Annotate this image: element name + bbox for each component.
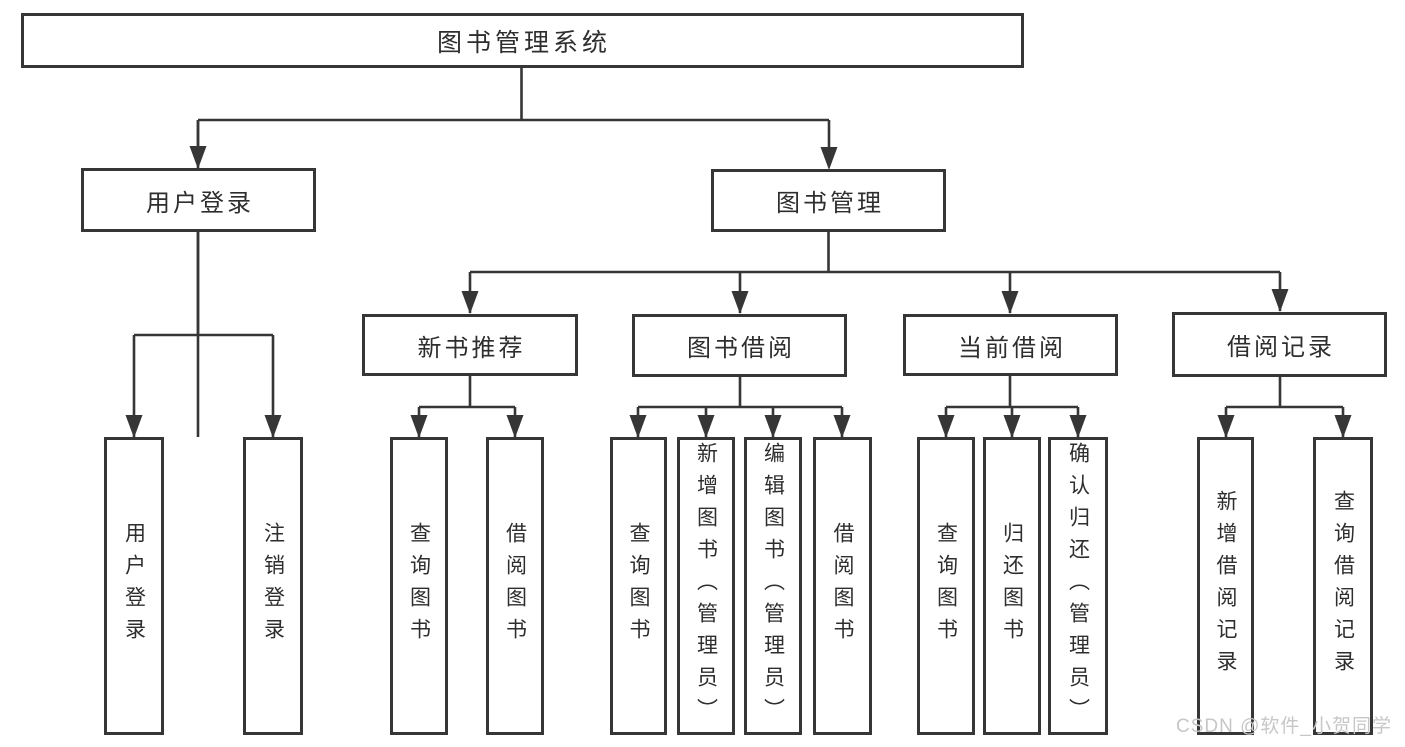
- node-label: 用户登录: [122, 522, 146, 650]
- node-new-book-recommendation: 新书推荐: [362, 314, 578, 376]
- node-label: 归还图书: [1000, 522, 1024, 650]
- leaf-borrow-books: 借阅图书: [813, 437, 872, 735]
- node-label: 查询图书: [407, 522, 431, 650]
- node-library-management-system: 图书管理系统: [21, 13, 1024, 68]
- node-book-management: 图书管理: [711, 169, 946, 232]
- connector-root-to-level2: [189, 68, 838, 437]
- node-label: 查询图书: [934, 522, 958, 650]
- node-book-borrowing: 图书借阅: [632, 314, 847, 377]
- connector-bookmgmt-to-level3: [461, 232, 1289, 314]
- leaf-add-borrow-record: 新增借阅记录: [1197, 437, 1254, 735]
- node-label: 图书借阅: [687, 335, 795, 362]
- leaf-user-login: 用户登录: [104, 437, 164, 735]
- connector-login-to-leaves: [125, 232, 282, 438]
- leaf-edit-books-admin: 编辑图书（管理员）: [744, 437, 802, 735]
- connector-records-to-leaves: [1217, 377, 1352, 438]
- node-label: 当前借阅: [958, 334, 1066, 362]
- node-label: 借阅图书: [503, 522, 527, 650]
- connector-recommend-to-leaves: [410, 376, 524, 438]
- leaf-confirm-return-admin: 确认归还（管理员）: [1048, 437, 1108, 735]
- leaf-return-books: 归还图书: [983, 437, 1041, 735]
- node-label: 借阅图书: [831, 522, 854, 650]
- connector-current-to-leaves: [937, 376, 1087, 438]
- node-borrowing-records: 借阅记录: [1172, 312, 1387, 377]
- node-label: 新书推荐: [417, 334, 526, 362]
- node-label: 注销登录: [261, 522, 285, 650]
- node-label: 借阅记录: [1227, 334, 1335, 361]
- connector-borrow-to-leaves: [629, 377, 851, 438]
- node-label: 图书管理系统: [436, 28, 611, 57]
- leaf-borrow-books-recommend: 借阅图书: [486, 437, 544, 735]
- node-current-borrowing: 当前借阅: [903, 314, 1118, 376]
- csdn-watermark: CSDN @软件_小贺同学: [1176, 716, 1392, 737]
- node-label: 新增借阅记录: [1214, 490, 1237, 682]
- leaf-query-books-current: 查询图书: [917, 437, 975, 735]
- node-label: 查询图书: [627, 522, 650, 650]
- node-label: 查询借阅记录: [1331, 490, 1355, 682]
- leaf-logout: 注销登录: [243, 437, 303, 735]
- leaf-add-books-admin: 新增图书（管理员）: [677, 437, 735, 735]
- node-user-login: 用户登录: [81, 168, 316, 232]
- node-label: 图书管理: [776, 190, 884, 217]
- node-label: 新增图书（管理员）: [694, 442, 718, 730]
- node-label: 用户登录: [146, 189, 254, 217]
- leaf-query-books-recommend: 查询图书: [390, 437, 448, 735]
- node-label: 确认归还（管理员）: [1066, 442, 1090, 730]
- leaf-query-borrow-record: 查询借阅记录: [1313, 437, 1373, 735]
- node-label: 编辑图书（管理员）: [761, 442, 785, 730]
- leaf-query-books-borrow: 查询图书: [610, 437, 667, 735]
